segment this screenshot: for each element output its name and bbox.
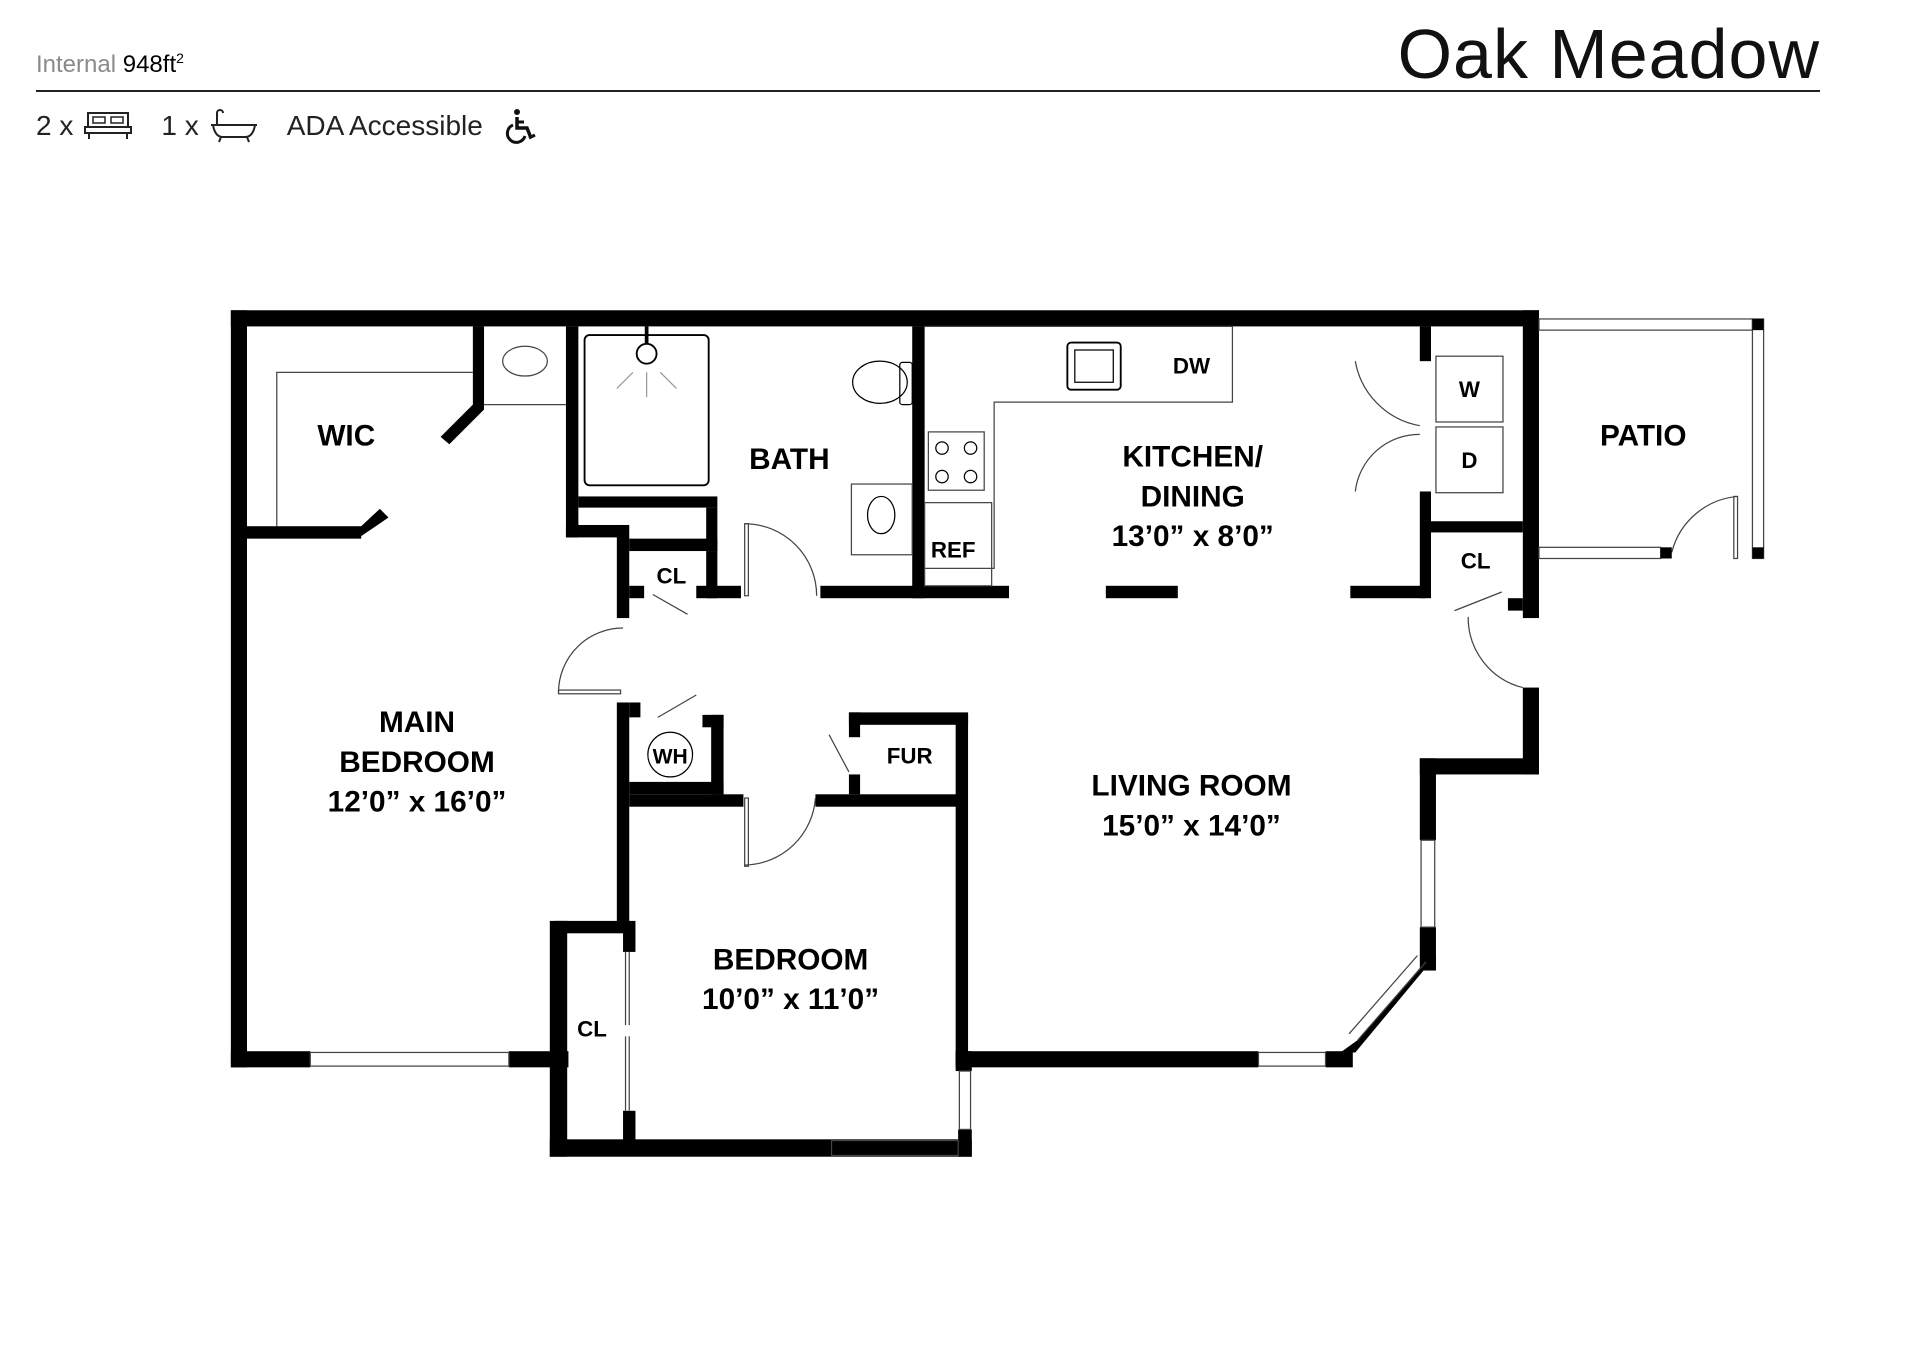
- room-label-kitchen-line2: DINING: [1141, 480, 1245, 513]
- room-dims-living-room: 15’0” x 14’0”: [1102, 809, 1281, 842]
- fixture-label-dishwasher: DW: [1173, 354, 1211, 379]
- room-label-closet-hall: CL: [657, 563, 687, 588]
- patio-posts: [1660, 318, 1764, 559]
- room-label-patio: PATIO: [1600, 420, 1687, 453]
- internal-area: Internal 948ft2: [36, 50, 184, 79]
- room-label-living-room: LIVING ROOM: [1091, 770, 1291, 803]
- bathtub-icon: [210, 109, 257, 143]
- room-label-water-heater: WH: [653, 745, 688, 768]
- room-label-kitchen-line1: KITCHEN/: [1122, 441, 1263, 474]
- room-label-bedroom: BEDROOM: [713, 943, 868, 976]
- room-label-bath: BATH: [749, 443, 829, 476]
- internal-label: Internal: [36, 51, 117, 78]
- room-label-main-bedroom-line1: MAIN: [379, 706, 455, 739]
- bedroom-count-text: 2 x: [36, 110, 74, 141]
- room-label-furnace: FUR: [887, 743, 933, 768]
- fixtures-lines: [276, 318, 1765, 1157]
- wheelchair-icon: [505, 109, 536, 144]
- area-unit-sup: 2: [176, 50, 184, 66]
- bathroom-count: 1 x: [161, 109, 258, 143]
- bathroom-count-text: 1 x: [161, 110, 199, 141]
- fixture-label-dryer: D: [1461, 448, 1477, 473]
- fixture-label-washer: W: [1459, 377, 1481, 402]
- walls: [230, 310, 1539, 1157]
- page-title: Oak Meadow: [1397, 15, 1820, 93]
- accessibility-label: ADA Accessible: [286, 110, 483, 141]
- internal-area-value: 948ft: [122, 51, 177, 78]
- room-label-wic: WIC: [317, 420, 375, 453]
- header-divider: [36, 90, 1820, 92]
- room-label-main-bedroom-line2: BEDROOM: [339, 746, 494, 779]
- room-dims-main-bedroom: 12’0” x 16’0”: [328, 786, 507, 819]
- room-dims-kitchen: 13’0” x 8’0”: [1112, 520, 1274, 553]
- room-label-closet-bedroom: CL: [577, 1016, 607, 1041]
- fixture-label-refrigerator: REF: [931, 537, 976, 562]
- room-label-closet-laundry: CL: [1461, 548, 1491, 573]
- bed-icon: [84, 112, 133, 139]
- accessibility: ADA Accessible: [287, 108, 539, 144]
- header: Internal 948ft2 Oak Meadow 2 x 1 x: [0, 0, 1920, 160]
- room-dims-bedroom: 10’0” x 11’0”: [702, 983, 879, 1016]
- features-row: 2 x 1 x ADA Accessible: [36, 106, 567, 146]
- bedroom-count: 2 x: [36, 110, 133, 142]
